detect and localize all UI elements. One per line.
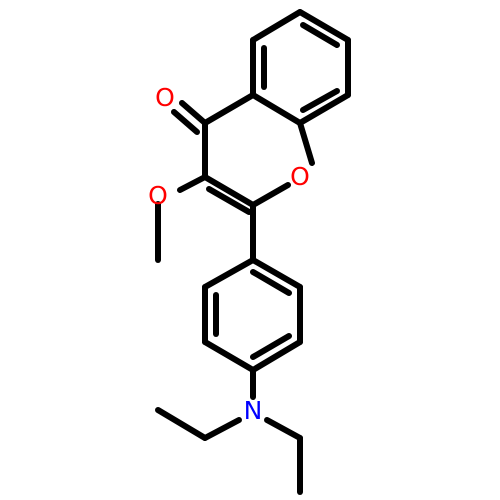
bond-c3-c2 xyxy=(202,174,256,208)
bond-c4-o-double xyxy=(171,109,200,135)
bond-c3-ome xyxy=(177,174,208,193)
methoxy-oxygen-label: O xyxy=(148,181,168,210)
carbonyl-oxygen-label: O xyxy=(155,83,175,112)
bond-c4a-c4 xyxy=(202,92,256,126)
bond-c4-o xyxy=(179,100,208,126)
bond-benzo-1 xyxy=(297,9,351,43)
amine-nitrogen-label: N xyxy=(244,396,263,425)
bond-benzo-6 xyxy=(250,9,303,43)
bond-ethyl-a-ch3 xyxy=(155,407,208,441)
bond-c3-c2-double xyxy=(206,186,252,215)
bond-n-ethyl-a xyxy=(202,417,242,441)
bond-c2-o1 xyxy=(250,182,291,208)
bond-phenyl-1 xyxy=(250,257,303,290)
bond-phenyl-3 xyxy=(250,339,303,373)
bond-phenyl-6 xyxy=(202,257,256,290)
bond-o1-c8a xyxy=(297,120,315,166)
bond-layer xyxy=(155,9,351,495)
bond-phenyl-inner-2 xyxy=(250,333,292,360)
bond-n-ethyl-b xyxy=(264,417,303,441)
bond-benzo-inner-2 xyxy=(300,88,340,113)
bond-phenyl-4 xyxy=(202,339,256,373)
bond-benzo-3 xyxy=(297,92,351,126)
bond-benzo-4 xyxy=(250,92,303,126)
bond-benzo-inner-1 xyxy=(300,22,340,48)
bond-phenyl-inner-1 xyxy=(250,269,292,296)
ring-oxygen-label: O xyxy=(290,162,310,191)
